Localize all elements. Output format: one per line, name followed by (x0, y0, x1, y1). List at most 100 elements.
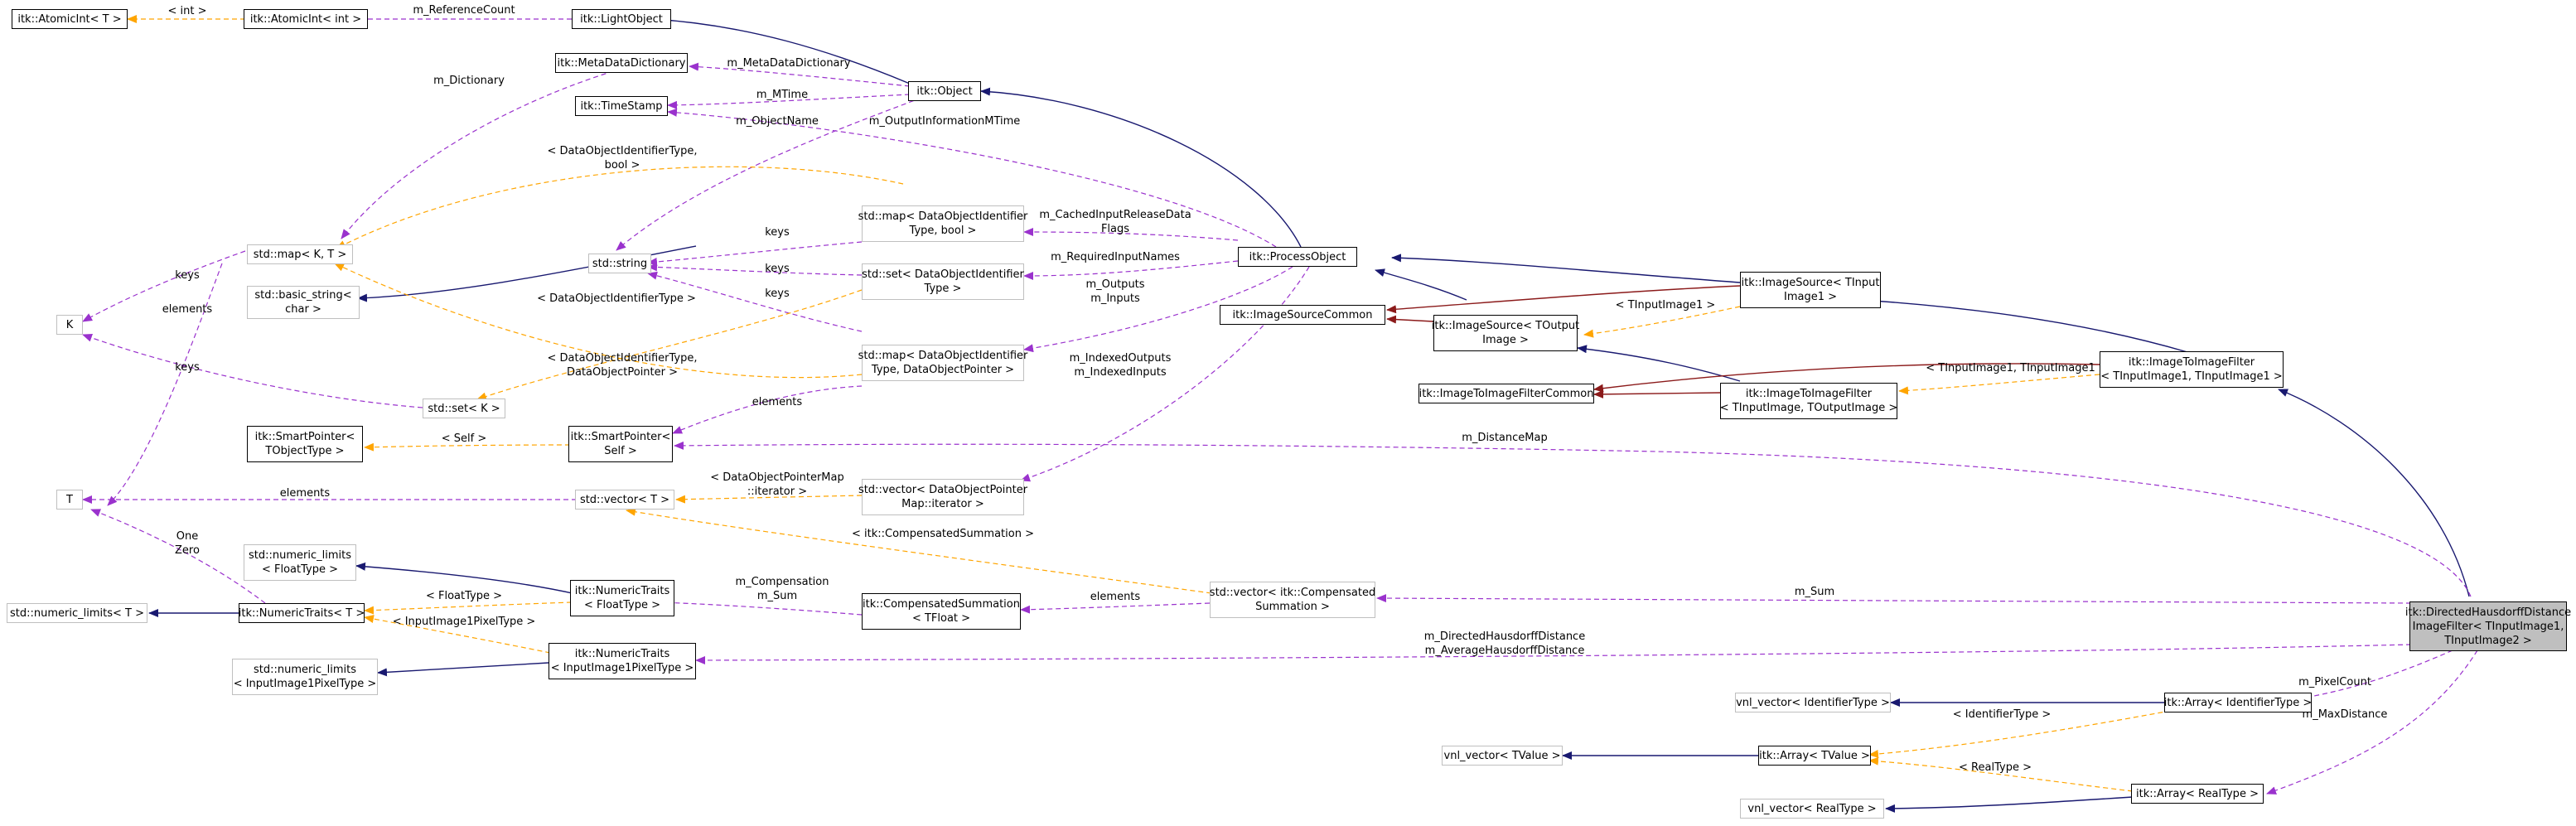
node-atomicint-int[interactable]: itk::AtomicInt< int > (244, 9, 368, 29)
node-numtraits-float[interactable]: itk::NumericTraits< FloatType > (570, 580, 674, 616)
label-elements-comp: elements (1090, 591, 1141, 603)
label-keys-a: keys (765, 226, 790, 239)
edge-imagesource-in-to-processobject (1391, 254, 1741, 283)
node-label: itk::NumericTraits< T > (238, 606, 365, 620)
node-stdstring[interactable]: std::string (588, 254, 651, 273)
edge-string-to-basicstring (357, 245, 697, 302)
label-int-tmpl: < int > (168, 5, 207, 17)
node-label: Map::iterator > (901, 498, 984, 510)
node-numlimits-float[interactable]: std::numeric_limits< FloatType > (244, 544, 356, 581)
label-sum-inner: m_Sum (757, 590, 797, 602)
node-imagetoimagefilter-input[interactable]: itk::ImageToImageFilter< TInputImage1, T… (2100, 351, 2284, 388)
label-self-tmpl: < Self > (442, 432, 487, 445)
edge-mtime (667, 94, 911, 109)
node-object[interactable]: itk::Object (908, 81, 981, 101)
node-label: Type, DataObjectPointer > (871, 364, 1015, 376)
node-numtraits-T[interactable]: itk::NumericTraits< T > (239, 603, 365, 623)
node-imagesourcecommon[interactable]: itk::ImageSourceCommon (1220, 305, 1385, 325)
node-label: K (65, 318, 74, 331)
label-cached-2: Flags (1101, 223, 1129, 235)
node-label: std::map< DataObjectIdentifier (858, 350, 1028, 362)
node-label: Self > (604, 445, 637, 457)
node-label: itk::AtomicInt< int > (249, 12, 362, 26)
label-elements-T2: elements (280, 487, 331, 500)
edge-outputinfo (667, 108, 1277, 248)
node-label: TInputImage2 > (2444, 634, 2532, 647)
edge-keys-a (647, 241, 863, 266)
node-label: itk::LightObject (580, 12, 663, 26)
node-numtraits-pix[interactable]: itk::NumericTraits< InputImage1PixelType… (549, 643, 696, 679)
label-identifiertype: < IdentifierType > (1953, 708, 2051, 721)
node-stdmap-KT[interactable]: std::map< K, T > (247, 244, 353, 264)
node-smartpointer-T[interactable]: itk::SmartPointer<TObjectType > (247, 426, 363, 462)
edge-array-real-to-vnl (1885, 796, 2134, 813)
node-vnl-tvalue[interactable]: vnl_vector< TValue > (1442, 746, 1563, 766)
edge-keys-c (647, 271, 863, 332)
edge-imagesource-out-to-common (1386, 315, 1434, 324)
node-smartpointer-self[interactable]: itk::SmartPointer<Self > (568, 426, 673, 462)
node-T[interactable]: T (56, 490, 83, 510)
edge-i2ifilter-in-to-imagesource-in (1847, 295, 2188, 353)
edge-metadatadictionary (689, 62, 911, 87)
edge-indexed (1020, 266, 1310, 482)
node-array-tvalue[interactable]: itk::Array< TValue > (1758, 746, 1871, 766)
node-array-identifier[interactable]: itk::Array< IdentifierType > (2164, 693, 2312, 712)
node-label: itk::ImageToImageFilter (2128, 356, 2255, 369)
node-atomicint-T[interactable]: itk::AtomicInt< T > (12, 9, 128, 29)
node-label: T (66, 493, 73, 506)
node-metadatadictionary[interactable]: itk::MetaDataDictionary (555, 53, 688, 73)
node-array-realtype[interactable]: itk::Array< RealType > (2131, 784, 2264, 804)
edge-object-to-lightobject (652, 15, 911, 85)
edge-i2ifilter-to-filtercommon (1593, 389, 1721, 399)
node-label: std::string (592, 257, 648, 270)
edge-required (1023, 260, 1239, 280)
node-lightobject[interactable]: itk::LightObject (572, 9, 671, 29)
label-indexed-in: m_IndexedInputs (1074, 366, 1166, 379)
node-label: Type, bool > (909, 225, 977, 237)
node-timestamp[interactable]: itk::TimeStamp (575, 96, 668, 116)
edge-i2ifilter-to-imagesource-out (1577, 345, 1741, 382)
node-stdvector-T[interactable]: std::vector< T > (575, 490, 674, 510)
node-numlimits-T[interactable]: std::numeric_limits< T > (7, 603, 147, 623)
node-label: std::vector< T > (579, 493, 670, 506)
node-label: < TFloat > (911, 612, 971, 625)
label-id-bool-1: < DataObjectIdentifierType, (548, 145, 698, 157)
node-stdset-K[interactable]: std::set< K > (423, 399, 505, 418)
node-vnl-realtype[interactable]: vnl_vector< RealType > (1740, 799, 1884, 819)
edge-keys-K1 (82, 250, 246, 322)
node-compensated-summation[interactable]: itk::CompensatedSummation< TFloat > (862, 593, 1021, 630)
node-label: < TInputImage1, TInputImage1 > (2100, 370, 2283, 383)
node-imagetoimagefiltercommon[interactable]: itk::ImageToImageFilterCommon (1418, 384, 1594, 403)
node-basic-string[interactable]: std::basic_string<char > (247, 286, 360, 319)
label-metadatadict: m_MetaDataDictionary (727, 57, 850, 70)
edge-set-id (476, 289, 863, 401)
node-label: itk::Object (916, 85, 973, 98)
edge-tinput11 (1898, 374, 2100, 395)
node-processobject[interactable]: itk::ProcessObject (1238, 247, 1357, 267)
node-label: itk::AtomicInt< T > (17, 12, 122, 26)
node-vnl-identifier[interactable]: vnl_vector< IdentifierType > (1735, 693, 1891, 712)
node-label: std::vector< itk::Compensated (1209, 587, 1376, 599)
label-maxdistance: m_MaxDistance (2303, 708, 2388, 721)
edge-pixtype (364, 615, 551, 654)
node-K[interactable]: K (56, 315, 83, 335)
edge-floattype (364, 601, 573, 615)
edge-directed-average (695, 644, 2412, 664)
label-required: m_RequiredInputNames (1051, 251, 1180, 263)
label-refcount: m_ReferenceCount (413, 4, 515, 17)
node-numlimits-pix[interactable]: std::numeric_limits< InputImage1PixelTyp… (232, 659, 378, 695)
edge-pixelcount (2273, 650, 2453, 706)
label-distancemap: m_DistanceMap (1462, 432, 1547, 444)
edge-i2ifilter-in-to-filtercommon (1593, 363, 2100, 393)
node-imagetoimagefilter[interactable]: itk::ImageToImageFilter< TInputImage, TO… (1720, 383, 1897, 419)
